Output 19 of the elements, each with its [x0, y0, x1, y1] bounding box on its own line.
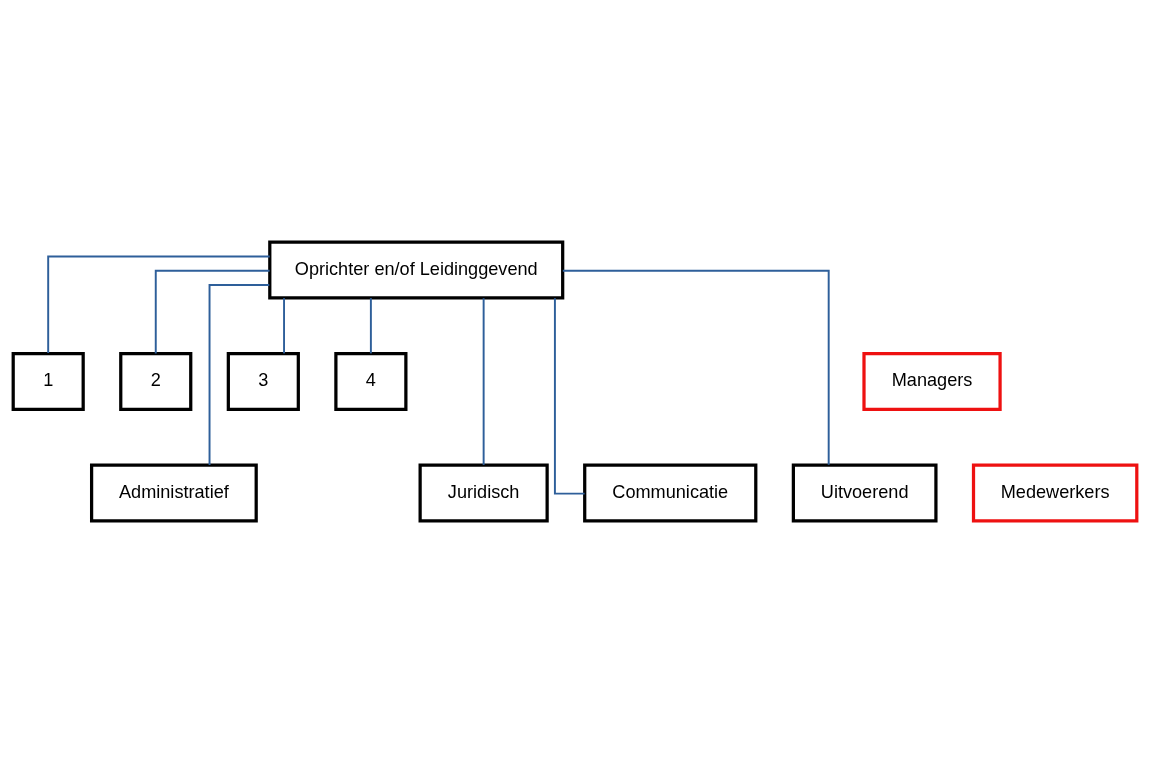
- node-box: Uitvoerend: [791, 462, 938, 522]
- node-box: 2: [119, 351, 193, 411]
- node-box: 4: [334, 351, 408, 411]
- node-box: Managers: [862, 351, 1002, 411]
- connector: [47, 254, 271, 354]
- connector: [553, 296, 586, 495]
- node-box: 3: [226, 351, 300, 411]
- connector: [208, 283, 271, 466]
- connector: [561, 269, 830, 466]
- connector: [369, 296, 372, 354]
- node-box: Communicatie: [583, 462, 758, 522]
- node-box: Oprichter en/of Leidinggevend: [268, 240, 565, 300]
- connector: [283, 296, 286, 354]
- node-box: Juridisch: [418, 462, 549, 522]
- node-box: 1: [11, 351, 85, 411]
- connector: [154, 269, 271, 354]
- node-box: Administratief: [90, 462, 258, 522]
- connector: [482, 296, 485, 466]
- node-box: Medewerkers: [971, 462, 1139, 522]
